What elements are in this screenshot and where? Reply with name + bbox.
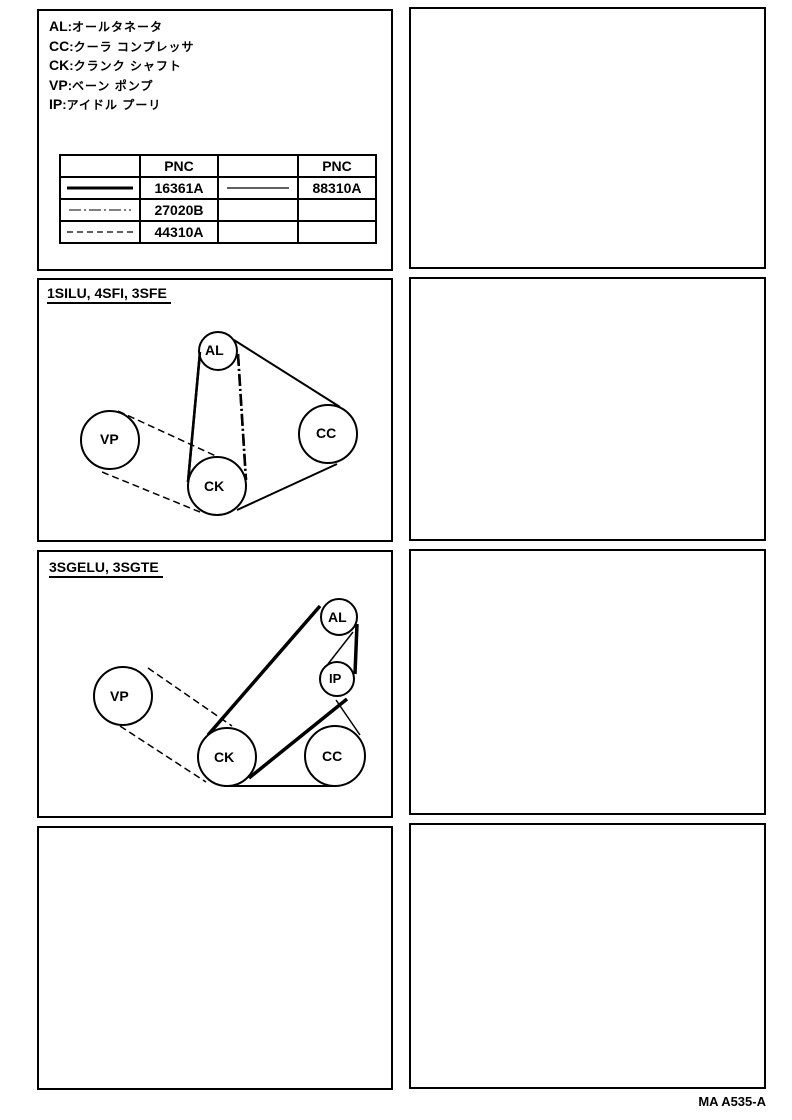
table-header-row: PNC PNC	[59, 154, 377, 178]
line-sample-dash-dot	[59, 198, 141, 222]
belt-diagram-2: 3SGELU, 3SGTE AL IP VP CK CC	[37, 550, 393, 818]
line-sample-thick-solid	[59, 176, 141, 200]
diagram-title: 1SILU, 4SFI, 3SFE	[47, 285, 171, 304]
legend-name: クーラ コンプレッサ	[73, 39, 195, 54]
pnc-cell: 88310A	[297, 176, 377, 200]
pulley-label-cc: CC	[322, 748, 343, 764]
pulley-label-cc: CC	[316, 425, 337, 441]
belt-diagram-1: 1SILU, 4SFI, 3SFE AL VP CC CK	[37, 278, 393, 542]
legend-code: AL	[49, 18, 68, 34]
pnc-cell: 27020B	[139, 198, 219, 222]
legend-sep: :	[69, 38, 74, 54]
legend-name: アイドル プーリ	[66, 98, 162, 112]
legend-sep: :	[62, 97, 67, 112]
line-sample-thin-solid	[217, 176, 299, 200]
blank-panel	[409, 549, 766, 815]
blank-panel	[37, 826, 393, 1090]
header-blank	[59, 154, 141, 178]
legend-sep: :	[67, 77, 73, 93]
diagram-title: 3SGELU, 3SGTE	[49, 559, 163, 578]
pulley-label-ck: CK	[204, 478, 225, 494]
header-pnc: PNC	[139, 154, 219, 178]
pulley-label-al: AL	[328, 609, 347, 625]
legend-code: CC	[49, 37, 70, 54]
table-row: 27020B	[59, 198, 377, 222]
legend-sep: :	[69, 58, 74, 73]
pulley-label-ck: CK	[214, 749, 235, 765]
pulley-label-vp: VP	[110, 688, 129, 704]
legend-item-vp: VP:ベーン ポンプ	[49, 76, 195, 96]
legend-item-ip: IP:アイドル プーリ	[49, 95, 195, 115]
figure-code: MA A535-A	[698, 1094, 766, 1109]
blank-panel	[409, 277, 766, 541]
legend-name: クランク シャフト	[73, 59, 182, 73]
pnc-cell	[297, 220, 377, 244]
legend-panel: AL:オールタネータ CC:クーラ コンプレッサ CK:クランク シャフト VP…	[37, 9, 393, 271]
pnc-cell: 44310A	[139, 220, 219, 244]
pnc-cell: 16361A	[139, 176, 219, 200]
legend-item-ck: CK:クランク シャフト	[49, 56, 195, 76]
pnc-table: PNC PNC 16361A 88310A 27020B 44310A	[59, 154, 377, 244]
line-sample-dashed	[59, 220, 141, 244]
legend-code: VP	[49, 76, 68, 93]
legend-code: CK	[49, 57, 70, 73]
pulley-label-al: AL	[205, 342, 224, 358]
table-row: 44310A	[59, 220, 377, 244]
empty-cell	[217, 198, 299, 222]
pulley-label-ip: IP	[329, 671, 342, 686]
legend-item-al: AL:オールタネータ	[49, 17, 195, 37]
abbreviation-legend: AL:オールタネータ CC:クーラ コンプレッサ CK:クランク シャフト VP…	[49, 17, 195, 115]
header-blank	[217, 154, 299, 178]
legend-name: ベーン ポンプ	[72, 78, 154, 93]
legend-code: IP	[49, 96, 63, 112]
pnc-cell	[297, 198, 377, 222]
table-row: 16361A 88310A	[59, 176, 377, 200]
pulley-label-vp: VP	[100, 431, 119, 447]
blank-panel	[409, 823, 766, 1089]
blank-panel	[409, 7, 766, 269]
belt-routing-svg	[80, 331, 358, 516]
header-pnc: PNC	[297, 154, 377, 178]
legend-sep: :	[67, 19, 73, 34]
belt-routing-svg	[93, 598, 366, 787]
legend-item-cc: CC:クーラ コンプレッサ	[49, 37, 195, 57]
legend-name: オールタネータ	[72, 20, 164, 34]
empty-cell	[217, 220, 299, 244]
